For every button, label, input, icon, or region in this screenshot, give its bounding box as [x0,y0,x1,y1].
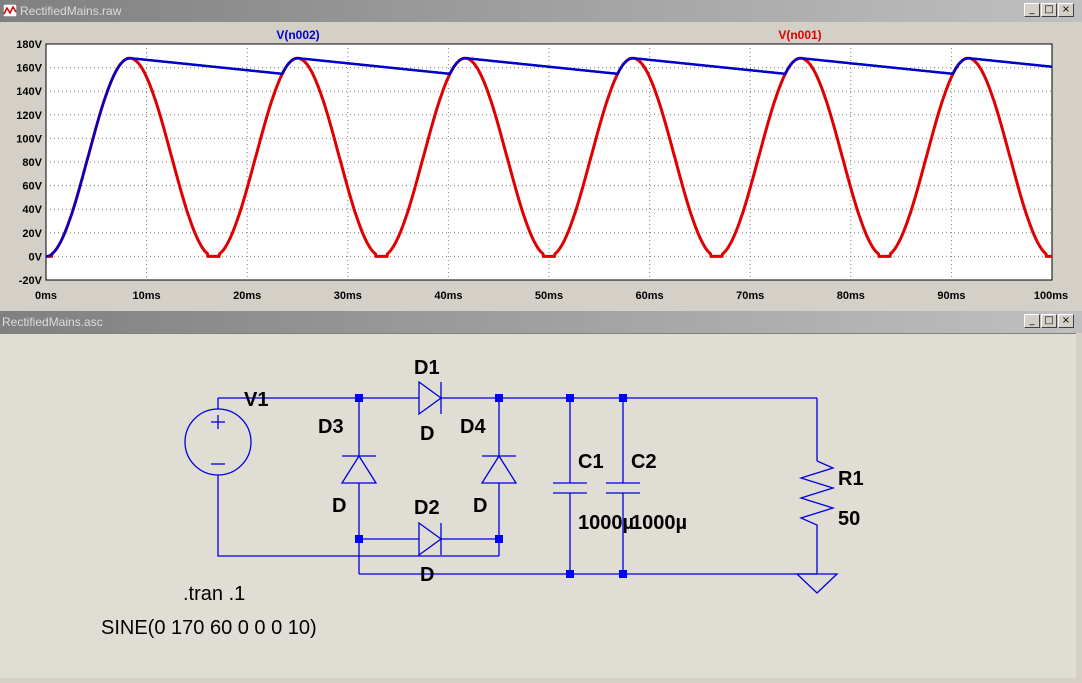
r1-value-label[interactable]: 50 [838,508,860,530]
source-directive[interactable]: SINE(0 170 60 0 0 0 10) [101,617,317,639]
x-tick-label: 30ms [334,290,362,302]
junction-dots [355,394,627,578]
d2-diode-symbol[interactable] [418,521,443,557]
schematic-canvas[interactable]: V1 D1 D D3 D D4 D D2 D C1 1000µ C2 1000µ… [0,333,1076,678]
y-tick-label: 100V [16,133,42,145]
y-tick-label: 0V [29,251,43,263]
x-tick-label: 40ms [434,290,462,302]
plot-area[interactable]: V(n002) V(n001) 180V 160V 140V 120V 100V 80V 6… [0,22,1082,310]
d1-label[interactable]: D1 [414,357,440,379]
r1-resistor-symbol[interactable] [798,460,836,531]
x-tick-label: 50ms [535,290,563,302]
trace-vn002-line [46,56,1053,258]
waveform-close-button[interactable]: × [1058,3,1074,17]
schematic-minimize-button[interactable]: _ [1024,314,1040,328]
wires [217,397,818,575]
y-tick-label: 40V [22,204,42,216]
y-axis-ticks: 180V 160V 140V 120V 100V 80V 60V 40V 20V 0V -20V [16,39,42,287]
schematic-titlebar[interactable]: RectifiedMains.asc _ □ × [0,311,1082,333]
c1-capacitor-symbol[interactable] [550,482,590,494]
y-tick-label: 140V [16,86,42,98]
d3-model-label[interactable]: D [332,495,346,517]
d3-diode-symbol[interactable] [340,454,378,484]
schematic-edge [1076,333,1082,677]
trace-label-vn001[interactable]: V(n001) [778,28,821,42]
y-tick-label: 120V [16,110,42,122]
x-tick-label: 10ms [133,290,161,302]
x-tick-label: 70ms [736,290,764,302]
y-tick-label: 20V [22,228,42,240]
ground-symbol[interactable] [795,573,839,594]
trace-vn001-line [46,56,1052,258]
x-axis-ticks: 0ms 10ms 20ms 30ms 40ms 50ms 60ms 70ms 80ms 90ms 1… [35,290,1068,302]
d2-model-label[interactable]: D [420,564,434,586]
d1-model-label[interactable]: D [420,423,434,445]
y-tick-label: 180V [16,39,42,51]
d3-label[interactable]: D3 [318,416,344,438]
waveform-window-title: RectifiedMains.raw [20,4,122,18]
schematic-close-button[interactable]: × [1058,314,1074,328]
v1-source-symbol[interactable] [184,398,252,483]
c2-capacitor-symbol[interactable] [603,482,643,494]
waveform-app-icon [3,4,17,17]
d4-model-label[interactable]: D [473,495,487,517]
plot-grid [46,44,1052,280]
c2-value-label[interactable]: 1000µ [631,512,687,534]
d1-diode-symbol[interactable] [418,380,443,416]
schematic-window-title: RectifiedMains.asc [2,315,103,329]
v1-label[interactable]: V1 [244,389,268,411]
trace-label-vn002[interactable]: V(n002) [276,28,319,42]
c2-label[interactable]: C2 [631,451,657,473]
schematic-restore-button[interactable]: □ [1041,314,1057,328]
y-tick-label: 160V [16,63,42,75]
waveform-window: RectifiedMains.raw _ □ × V(n002) V(n001)… [0,0,1082,310]
y-tick-label: -20V [19,275,43,287]
d2-label[interactable]: D2 [414,497,440,519]
x-tick-label: 0ms [35,290,57,302]
d4-diode-symbol[interactable] [480,454,518,484]
x-tick-label: 60ms [636,290,664,302]
r1-label[interactable]: R1 [838,468,864,490]
c1-value-label[interactable]: 1000µ [578,512,634,534]
waveform-minimize-button[interactable]: _ [1024,3,1040,17]
x-tick-label: 100ms [1034,290,1068,302]
waveform-plot[interactable]: V(n002) V(n001) 180V 160V 140V 120V 100V 80V 6… [0,22,1082,310]
d4-label[interactable]: D4 [460,416,486,438]
y-tick-label: 60V [22,181,42,193]
x-tick-label: 90ms [937,290,965,302]
tran-directive[interactable]: .tran .1 [183,583,245,605]
x-tick-label: 20ms [233,290,261,302]
waveform-restore-button[interactable]: □ [1041,3,1057,17]
waveform-titlebar[interactable]: RectifiedMains.raw _ □ × [0,0,1082,22]
c1-label[interactable]: C1 [578,451,604,473]
y-tick-label: 80V [22,157,42,169]
schematic-drawing[interactable]: V1 D1 D D3 D D4 D D2 D C1 1000µ C2 1000µ… [0,334,1076,678]
x-tick-label: 80ms [837,290,865,302]
wire-v1-bottom [217,483,499,557]
